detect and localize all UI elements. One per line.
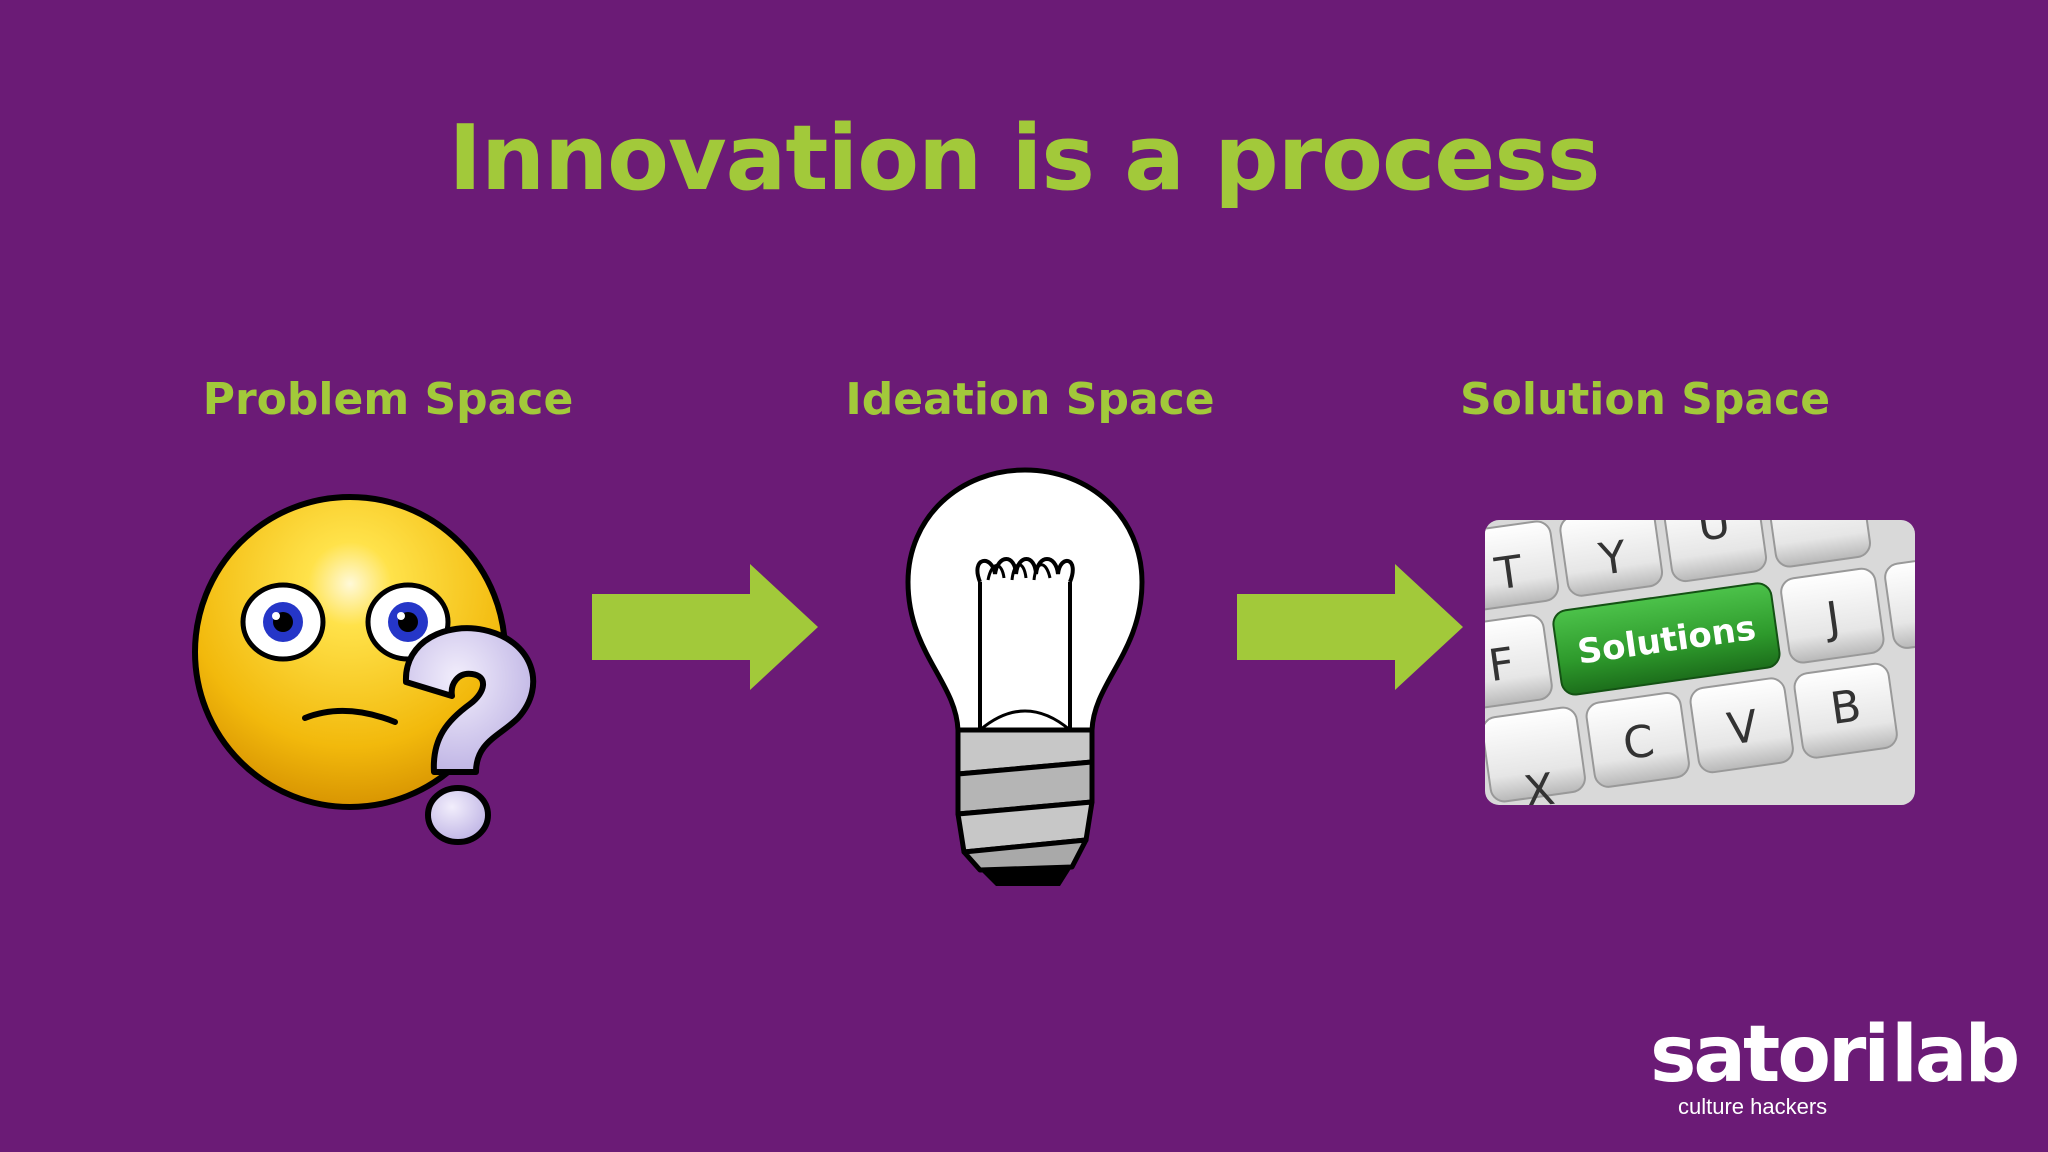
right-arrow-icon	[1237, 564, 1463, 690]
logo-wordmark-satori: satori	[1650, 1010, 1890, 1100]
confused-face-question-icon	[192, 494, 537, 845]
logo-wordmark: satorilab	[1650, 1010, 2020, 1100]
right-arrow-icon	[592, 564, 818, 690]
keyboard-solutions-key-icon: T Y U F J C V B X Solutions	[1485, 520, 1915, 805]
slide-title: Innovation is a process	[448, 106, 1601, 211]
key-letter: V	[1724, 701, 1761, 756]
problem-space-label: Problem Space	[202, 374, 574, 425]
key-letter: X	[1521, 764, 1558, 805]
solution-space-label: Solution Space	[1459, 374, 1831, 425]
key-letter: C	[1620, 715, 1658, 770]
ideation-space-label: Ideation Space	[845, 374, 1215, 425]
light-bulb-icon	[905, 467, 1145, 886]
key-letter: B	[1827, 680, 1864, 735]
logo-wordmark-lab: lab	[1891, 1010, 2020, 1100]
logo-tagline: culture hackers	[1678, 1094, 1828, 1119]
satorilab-logo: satorilab culture hackers	[1650, 1010, 2020, 1130]
key-letter: U	[1694, 520, 1733, 552]
